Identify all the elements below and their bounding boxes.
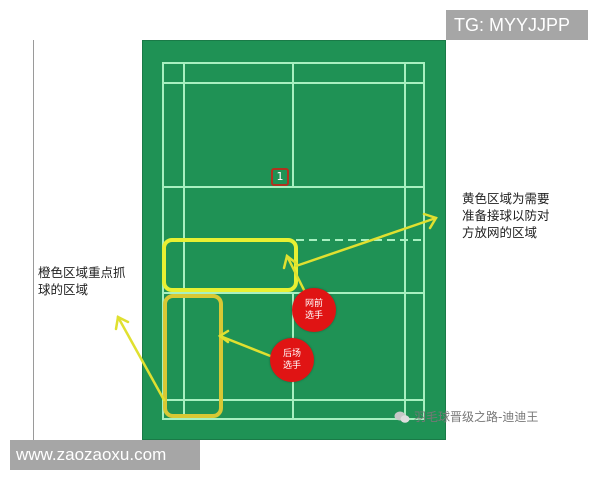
note-line: 橙色区域重点抓	[38, 265, 126, 280]
orange-zone	[163, 294, 223, 418]
back-player-badge: 后场 选手	[270, 338, 314, 382]
orange-zone-note: 橙色区域重点抓 球的区域	[38, 264, 148, 298]
wechat-icon	[394, 410, 410, 424]
position-marker-1: 1	[271, 168, 289, 186]
note-line: 准备接球以防对	[462, 208, 550, 223]
channel-watermark: 羽毛球晋级之路-迪迪王	[394, 408, 538, 425]
net-player-badge: 网前 选手	[292, 288, 336, 332]
back-player-label-line1: 后场	[282, 349, 301, 359]
net-player-label-line1: 网前	[304, 299, 323, 309]
note-line: 球的区域	[38, 282, 89, 297]
note-line: 黄色区域为需要	[462, 191, 550, 206]
note-line: 方放网的区域	[462, 225, 538, 240]
channel-name: 羽毛球晋级之路-迪迪王	[414, 410, 539, 424]
bottom-watermark: www.zaozaoxu.com	[10, 440, 200, 470]
back-player-label-line2: 选手	[282, 361, 301, 371]
top-watermark: TG: MYYJJPP	[446, 10, 588, 40]
left-border-line	[33, 40, 34, 440]
yellow-zone-note: 黄色区域为需要 准备接球以防对 方放网的区域	[462, 190, 582, 241]
net-player-label-line2: 选手	[304, 311, 323, 321]
